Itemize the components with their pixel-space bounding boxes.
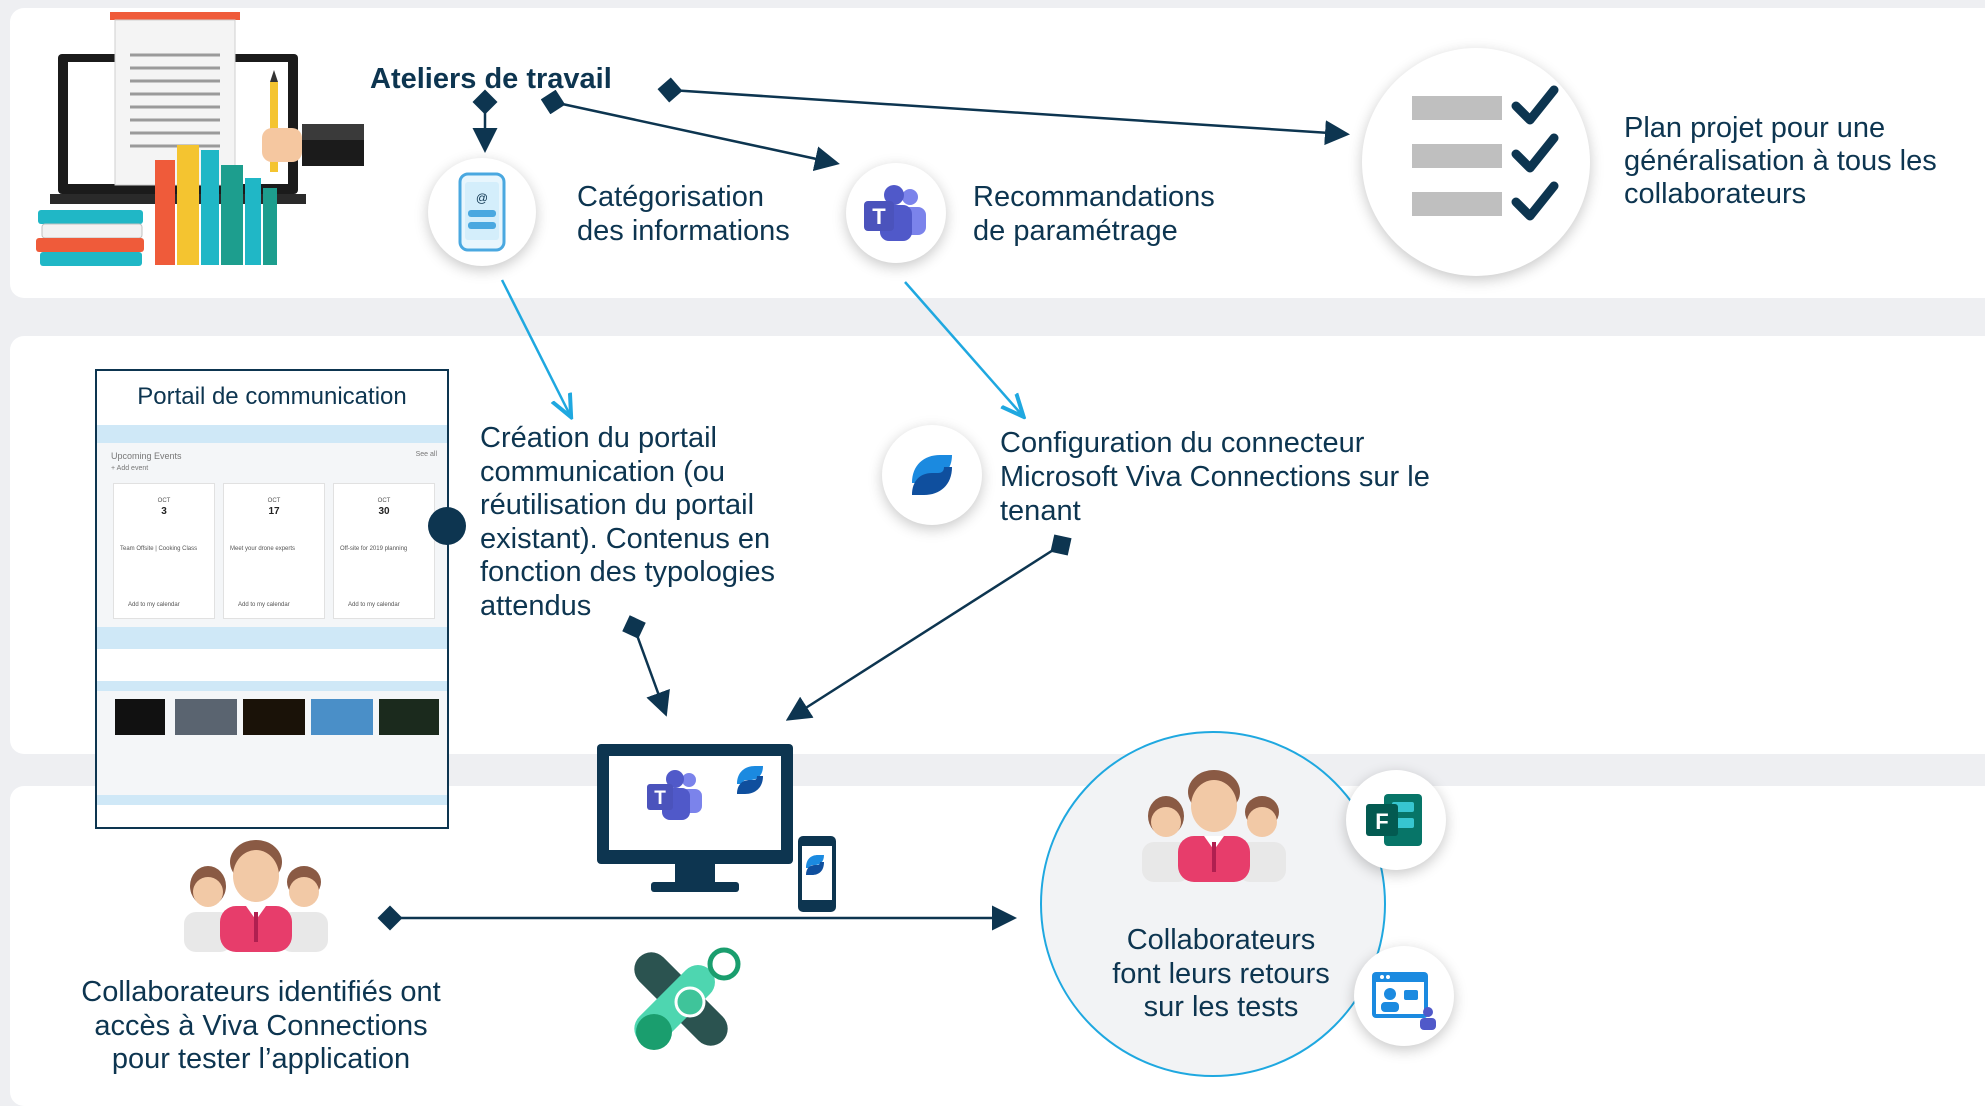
event-add-calendar[interactable]: Add to my calendar (238, 602, 290, 608)
event-card[interactable]: OCT 3 Team Offsite | Cooking Class Add t… (113, 483, 215, 619)
phone-email-circle: @ (428, 158, 536, 266)
video-thumb[interactable] (311, 699, 373, 735)
event-day: 17 (268, 506, 280, 517)
power-automate-icon (634, 947, 741, 1050)
feedback-label: Collaborateurs font leurs retours sur le… (1112, 924, 1330, 1023)
bottom-band (10, 786, 1985, 1106)
recommendations-label: Recommandations de paramétrage (973, 181, 1215, 247)
event-name: Meet your drone experts (230, 546, 296, 552)
arrow-to-recommendations (540, 89, 840, 171)
arrow-portal-to-monitor (622, 615, 670, 717)
arrow-connector-to-monitor (785, 534, 1072, 721)
event-card[interactable]: OCT 30 Off-site for 2019 planning Add to… (333, 483, 435, 619)
svg-text:@: @ (476, 191, 488, 205)
person-center (1178, 770, 1250, 882)
portal-mockup: Portail de communication Upcoming Events… (95, 369, 449, 829)
event-day: 30 (378, 506, 390, 517)
portal-title: Portail de communication (137, 383, 407, 410)
portal-blue-strip-top (97, 425, 447, 443)
monitor-icon: T (597, 744, 836, 912)
teams-meeting-icon (1372, 972, 1436, 1030)
portal-blue-strip-mid (97, 627, 447, 649)
teams-meeting-circle (1354, 946, 1454, 1046)
categorisation-label: Catégorisation des informations (577, 181, 790, 247)
event-day: 3 (161, 506, 167, 517)
event-add-calendar[interactable]: Add to my calendar (348, 602, 400, 608)
svg-text:T: T (654, 788, 666, 809)
event-card[interactable]: OCT 17 Meet your drone experts Add to my… (223, 483, 325, 619)
video-thumb[interactable] (175, 699, 237, 735)
portal-gap (97, 649, 447, 681)
event-name: Off-site for 2019 planning (340, 546, 408, 552)
events-heading: Upcoming Events (111, 451, 182, 461)
viva-circle (882, 425, 982, 525)
portal-connector-dot (428, 507, 466, 545)
connector-config-label: Configuration du connecteur Microsoft Vi… (1000, 427, 1430, 527)
event-month: OCT (377, 498, 391, 504)
event-month: OCT (157, 498, 171, 504)
monitor-teams-icon: T (647, 770, 702, 820)
event-add-calendar[interactable]: Add to my calendar (128, 602, 180, 608)
video-thumb[interactable] (379, 699, 439, 735)
event-name: Team Offsite | Cooking Class (120, 546, 198, 552)
video-thumb[interactable] (243, 699, 305, 735)
forms-icon: F (1366, 794, 1422, 846)
monitor-viva-icon (737, 766, 763, 794)
portal-videos-section (97, 691, 447, 795)
identified-users-label: Collaborateurs identifiés ont accès à Vi… (81, 976, 441, 1075)
events-see-all[interactable]: See all (415, 451, 437, 458)
svg-text:T: T (872, 204, 886, 229)
workshops-title: Ateliers de travail (370, 63, 612, 95)
person-center (220, 840, 292, 952)
arrow-to-portal-creation (500, 279, 570, 415)
svg-text:F: F (1375, 809, 1388, 834)
event-month: OCT (267, 498, 281, 504)
laptop-books-icon (36, 12, 364, 266)
phone-email-icon: @ (458, 172, 506, 252)
portal-blue-strip-video (97, 681, 447, 691)
people-icon (1142, 770, 1286, 882)
events-add[interactable]: + Add event (111, 465, 149, 472)
checklist-circle (1362, 48, 1590, 276)
forms-circle: F (1346, 770, 1446, 870)
project-plan-label: Plan projet pour une généralisation à to… (1624, 112, 1937, 210)
arrow-to-plan (657, 77, 1350, 146)
portal-events-section: Upcoming Events See all + Add event OCT … (97, 443, 447, 627)
portal-creation-label: Création du portail communication (ou ré… (480, 422, 776, 622)
teams-circle: T (846, 163, 946, 263)
arrow-to-connector-config (904, 281, 1022, 415)
people-icon (184, 840, 328, 952)
teams-icon: T (864, 185, 926, 241)
portal-blue-strip-bottom (97, 795, 447, 805)
checklist-icon (1412, 85, 1559, 221)
video-thumb[interactable] (115, 699, 165, 735)
viva-connections-icon (912, 455, 952, 495)
